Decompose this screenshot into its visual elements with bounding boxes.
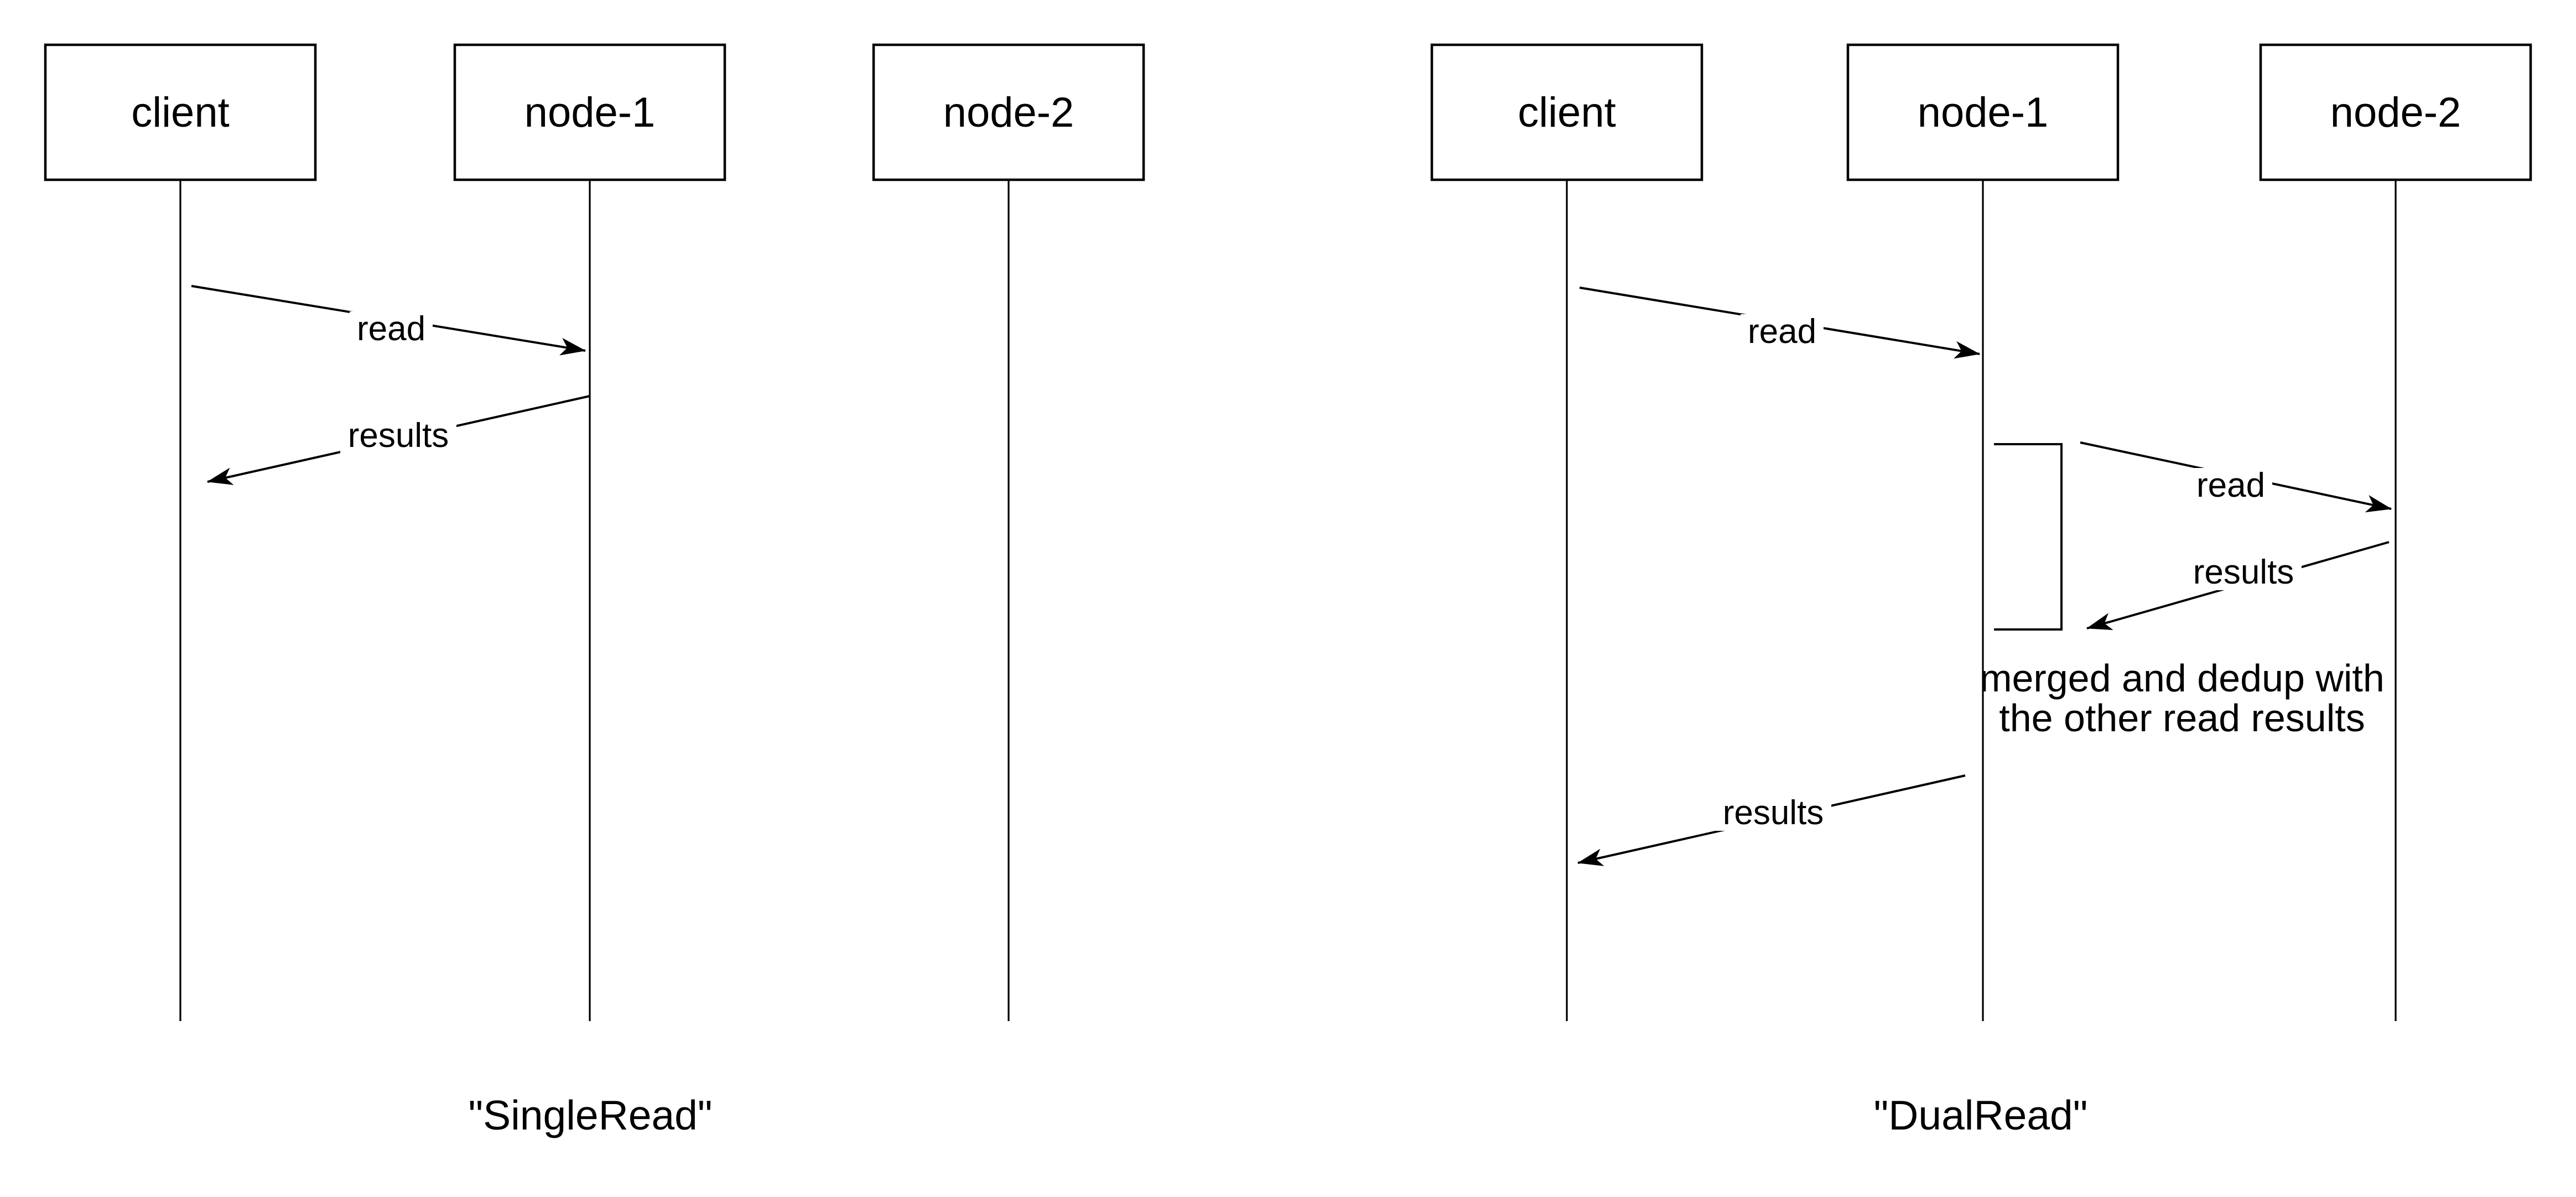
actor-label-node-1: node-1	[524, 89, 656, 136]
message-label-background	[2185, 555, 2302, 590]
message-label-background	[340, 418, 456, 454]
message-label-read: read	[357, 310, 425, 348]
message-label-background	[1715, 795, 1831, 831]
diagram-caption-dualread: "DualRead"	[1874, 1092, 2088, 1138]
actor-label-node-2: node-2	[943, 89, 1074, 136]
message-label-background	[350, 311, 433, 347]
activation-bracket	[1994, 443, 2063, 631]
note-line-2: the other read results	[1999, 696, 2365, 740]
message-label-results: results	[1723, 794, 1824, 832]
singleread-diagram: client node-1 node-2 read results "Singl…	[44, 43, 1145, 1138]
actor-box-client	[44, 43, 317, 181]
actor-box-node-2	[872, 43, 1145, 181]
actor-label-node-1: node-1	[1918, 89, 2049, 136]
message-label-results: results	[2193, 553, 2294, 591]
diagram-caption-singleread: "SingleRead"	[468, 1092, 712, 1138]
actor-box-node-1	[453, 43, 726, 181]
actor-box-node-1	[1846, 43, 2120, 181]
message-label-read: read	[1748, 313, 1816, 351]
actor-label-client: client	[1518, 89, 1616, 136]
actor-box-client	[1430, 43, 1704, 181]
message-label-read: read	[2196, 466, 2265, 504]
actor-box-node-2	[2259, 43, 2532, 181]
message-label-background	[1741, 314, 1824, 350]
message-label-results: results	[348, 417, 449, 455]
dualread-diagram: client node-1 node-2 read read results m…	[1430, 43, 2532, 1138]
note-line-1: merged and dedup with	[1980, 657, 2385, 700]
message-label-background	[2189, 468, 2272, 503]
actor-label-node-2: node-2	[2330, 89, 2461, 136]
actor-label-client: client	[131, 89, 229, 136]
